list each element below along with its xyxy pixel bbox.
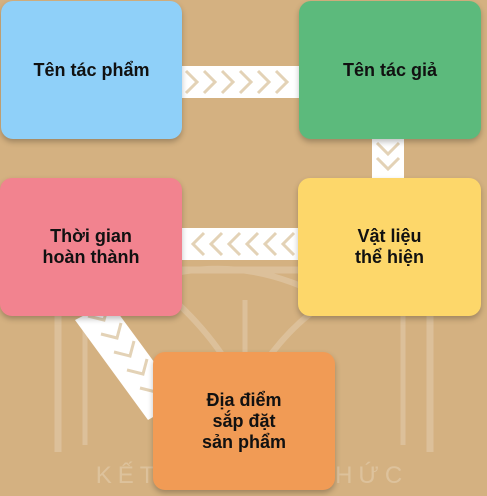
step-label: Địa điểm sắp đặt sản phẩm	[201, 389, 287, 452]
step-box-tac-pham: Tên tác phẩm	[1, 1, 182, 139]
step-label: Thời gian hoàn thành	[42, 226, 140, 267]
connector-arrow-1-2	[182, 66, 299, 98]
step-box-vat-lieu: Vật liệu thể hiện	[298, 178, 481, 316]
connector-arrow-3-4	[182, 228, 298, 260]
step-label: Vật liệu thể hiện	[354, 226, 424, 267]
step-box-dia-diem: Địa điểm sắp đặt sản phẩm	[153, 352, 335, 490]
step-box-tac-gia: Tên tác giả	[299, 1, 481, 139]
step-label: Tên tác phẩm	[33, 59, 150, 80]
connector-arrow-2-3	[372, 139, 404, 178]
step-box-thoi-gian: Thời gian hoàn thành	[0, 178, 182, 316]
step-label: Tên tác giả	[342, 59, 438, 80]
